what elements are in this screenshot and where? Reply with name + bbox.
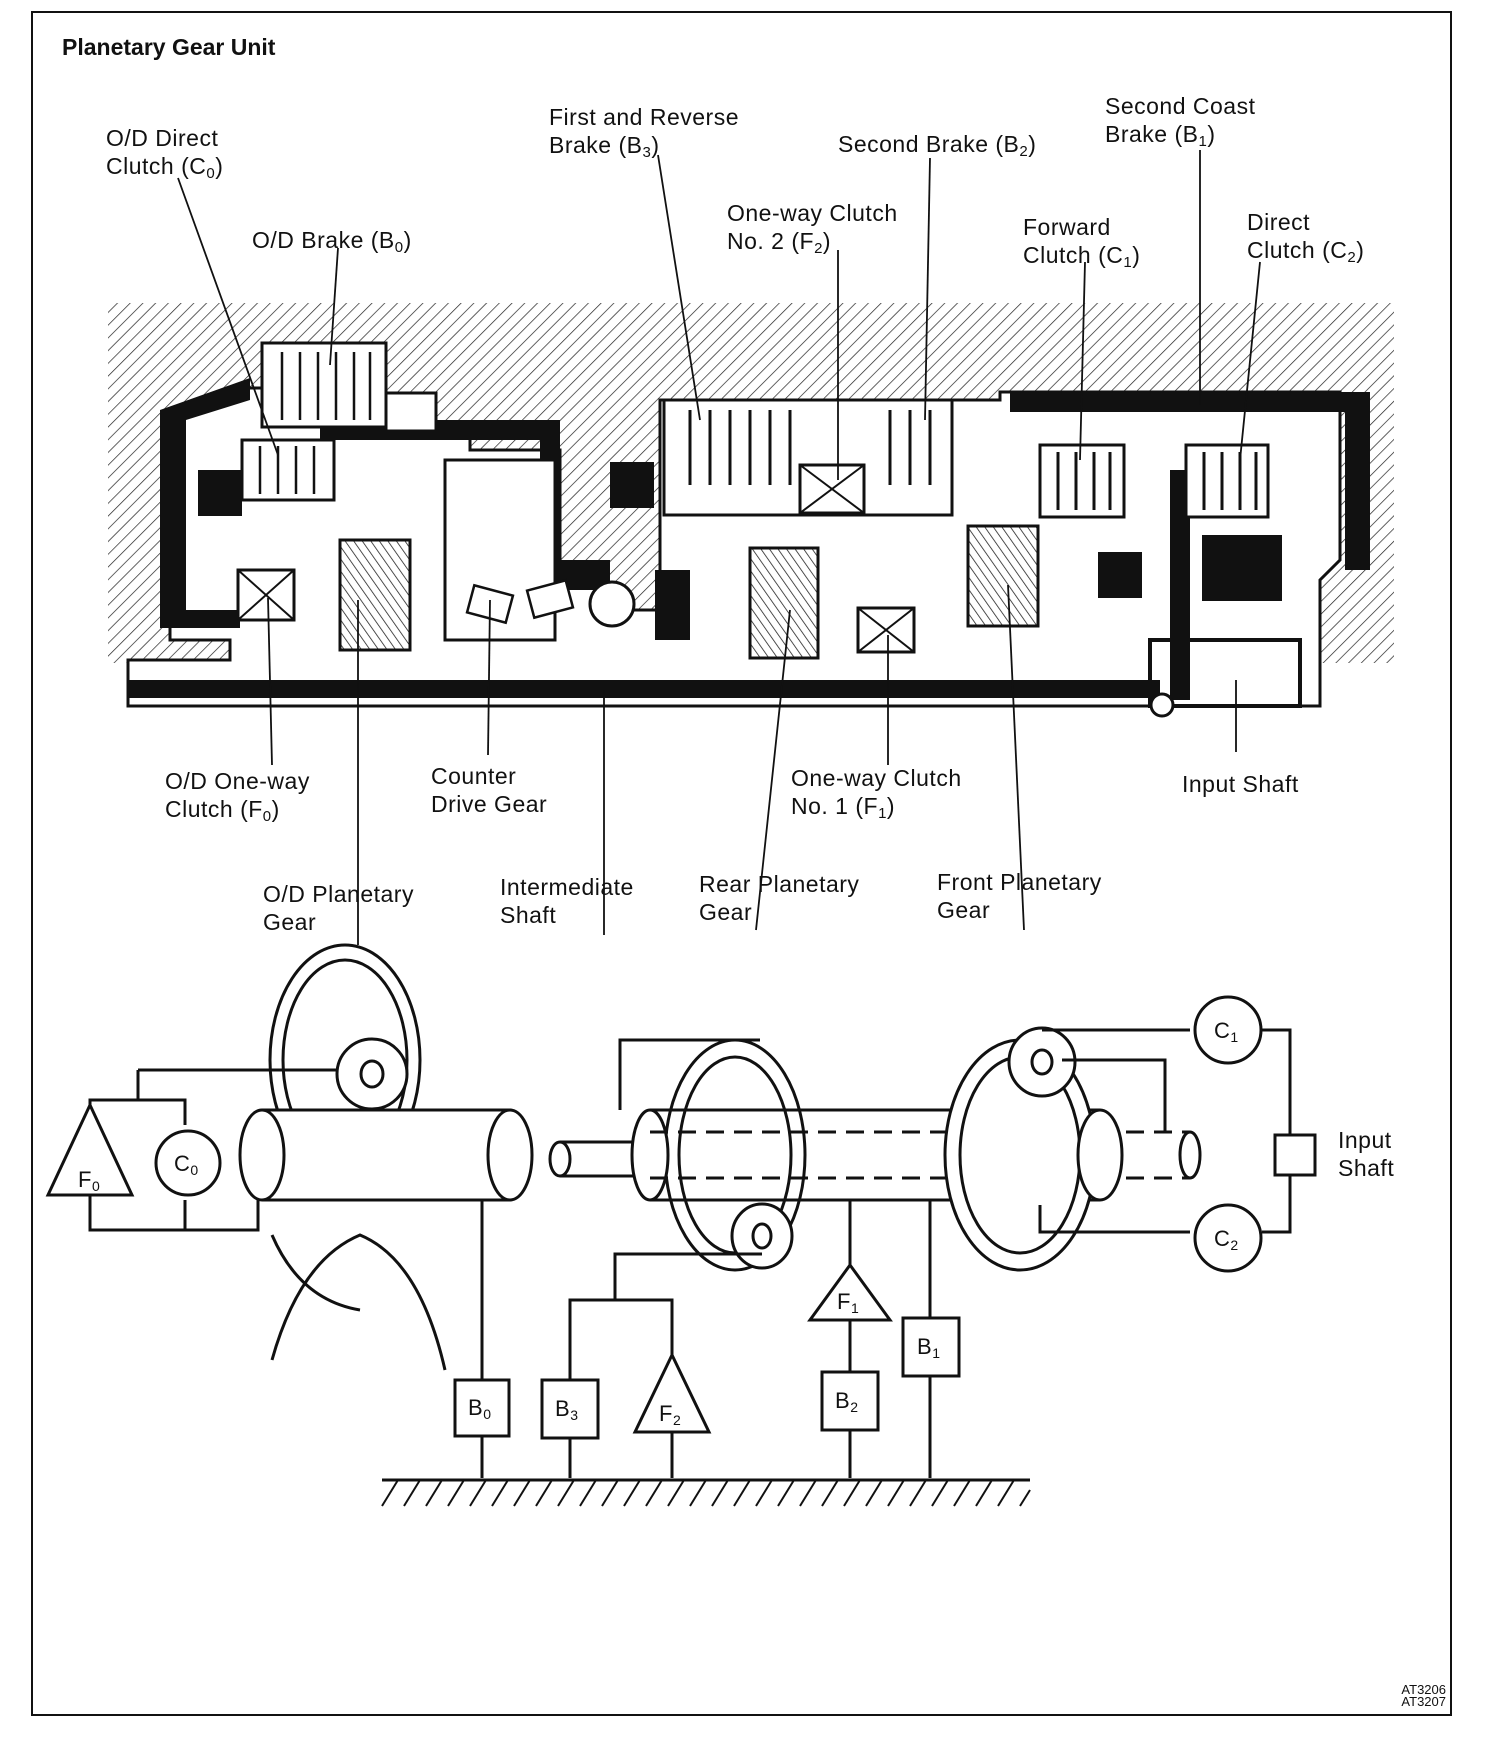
ground-hatch [381,1479,1031,1507]
symbol-f2: F2 [659,1401,682,1428]
label-second-brake: Second Brake (B2) [838,131,1037,160]
symbol-b2: B2 [835,1388,859,1415]
label-counter-drive-gear: Counter Drive Gear [431,763,548,817]
label-forward-clutch: Forward Clutch (C1) [1023,214,1141,271]
label-od-planetary-gear: O/D Planetary Gear [263,881,414,935]
figure-frame [31,11,1452,1716]
symbol-c0: C0 [174,1151,199,1178]
label-od-direct-clutch: O/D Direct Clutch (C0) [106,125,224,182]
label-oneway-clutch-2: One-way Clutch No. 2 (F2) [727,200,898,257]
label-input-shaft-bottom: Input Shaft [1338,1127,1395,1181]
figure-code-1: AT3206 [1401,1682,1446,1697]
label-od-oneway-clutch: O/D One-way Clutch (F0) [165,768,310,825]
label-intermediate-shaft: Intermediate Shaft [500,874,634,928]
symbol-b0: B0 [468,1395,492,1422]
figure-title: Planetary Gear Unit [62,34,276,60]
label-input-shaft-top: Input Shaft [1182,771,1299,797]
symbol-b1: B1 [917,1334,941,1361]
cross-section-drawing [108,303,1394,718]
label-od-brake: O/D Brake (B0) [252,227,412,256]
label-rear-planetary-gear: Rear Planetary Gear [699,871,860,925]
schematic-drawing [45,943,1317,1482]
label-front-planetary-gear: Front Planetary Gear [937,869,1102,923]
figure-codes: AT3206 AT3207 [1401,1682,1446,1709]
symbol-c1: C1 [1214,1018,1239,1045]
leader-lines [177,150,1261,945]
figure-code-2: AT3207 [1401,1694,1446,1709]
symbol-f1: F1 [837,1289,860,1316]
label-first-reverse-brake: First and Reverse Brake (B3) [549,104,740,161]
label-oneway-clutch-1: One-way Clutch No. 1 (F1) [791,765,962,822]
label-direct-clutch: Direct Clutch (C2) [1247,209,1365,266]
symbol-c2: C2 [1214,1226,1239,1253]
symbol-b3: B3 [555,1396,579,1423]
label-second-coast-brake: Second Coast Brake (B1) [1105,93,1256,150]
symbol-f0: F0 [78,1167,101,1194]
